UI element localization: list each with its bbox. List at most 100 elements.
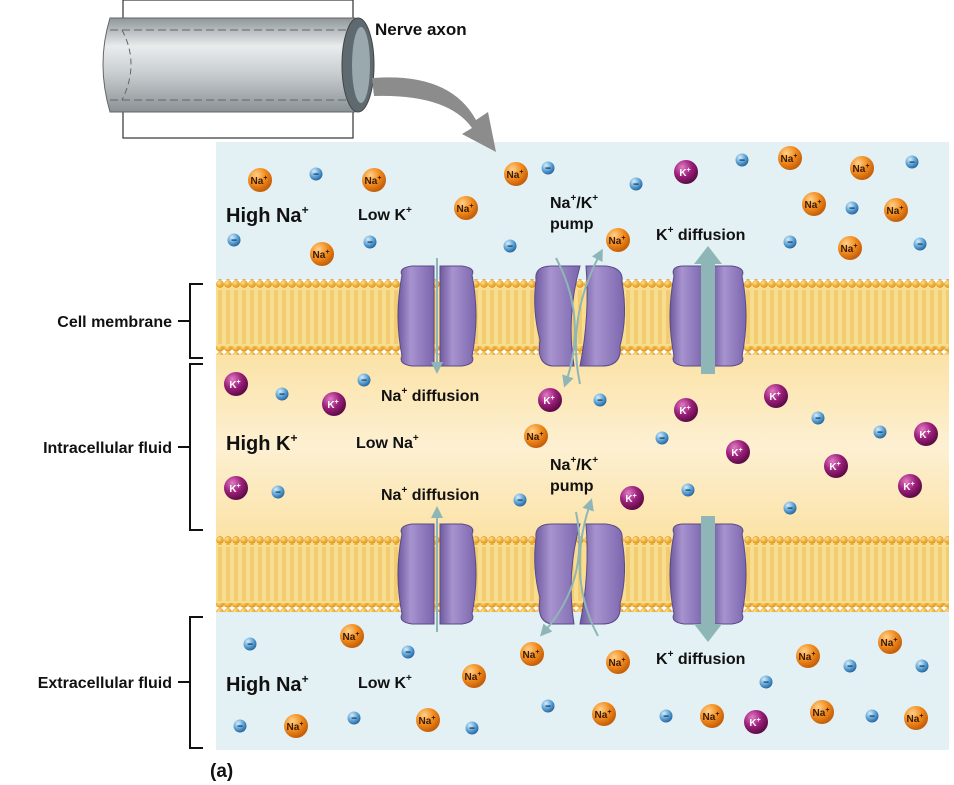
svg-text:Na+: Na+ <box>813 707 830 719</box>
sodium-ion: Na+ <box>878 630 902 654</box>
top-k-diffusion-label: K+ diffusion <box>656 225 745 244</box>
anion: − <box>811 411 825 425</box>
sodium-ion: Na+ <box>520 642 544 666</box>
sodium-ion: Na+ <box>700 704 724 728</box>
anion: − <box>347 711 361 725</box>
potassium-ion: K+ <box>674 398 698 422</box>
potassium-ion: K+ <box>538 388 562 412</box>
svg-text:−: − <box>279 390 285 401</box>
anion: − <box>865 709 879 723</box>
anion: − <box>275 387 289 401</box>
bracket-membrane <box>178 283 203 359</box>
sodium-ion: Na+ <box>416 708 440 732</box>
svg-text:−: − <box>247 640 253 651</box>
svg-text:Na+: Na+ <box>887 205 904 217</box>
svg-text:K+: K+ <box>829 461 840 473</box>
na-diffusion-upper-label: Na+ diffusion <box>381 386 479 405</box>
svg-text:−: − <box>659 434 665 445</box>
svg-text:−: − <box>869 712 875 723</box>
svg-text:−: − <box>849 204 855 215</box>
anion: − <box>271 485 285 499</box>
zoom-arrow <box>372 77 496 152</box>
potassium-ion: K+ <box>224 476 248 500</box>
intracellular-region <box>216 355 949 538</box>
nerve-axon-label: Nerve axon <box>375 20 467 39</box>
svg-text:−: − <box>517 496 523 507</box>
bracket-extracellular <box>178 616 203 749</box>
anion: − <box>843 659 857 673</box>
svg-text:Na+: Na+ <box>313 249 330 261</box>
top-pump-label-line2: pump <box>550 216 594 233</box>
svg-text:−: − <box>847 662 853 673</box>
svg-text:−: − <box>763 678 769 689</box>
sodium-ion: Na+ <box>284 714 308 738</box>
anion: − <box>357 373 371 387</box>
svg-text:−: − <box>313 170 319 181</box>
anion: − <box>401 645 415 659</box>
svg-text:Na+: Na+ <box>703 711 720 723</box>
svg-text:Na+: Na+ <box>343 631 360 643</box>
top-high-na-label: High Na+ <box>226 203 309 227</box>
na-channel-lower <box>397 506 477 632</box>
sodium-ion: Na+ <box>248 168 272 192</box>
bottom-low-k-label: Low K+ <box>358 673 412 692</box>
top-pump-label-line1: Na+/K+ <box>550 193 598 212</box>
svg-text:K+: K+ <box>769 391 780 403</box>
svg-text:Na+: Na+ <box>595 709 612 721</box>
svg-text:Na+: Na+ <box>853 163 870 175</box>
na-diffusion-lower-label: Na+ diffusion <box>381 485 479 504</box>
sodium-ion: Na+ <box>778 146 802 170</box>
svg-text:−: − <box>469 724 475 735</box>
anion: − <box>913 237 927 251</box>
potassium-ion: K+ <box>764 384 788 408</box>
svg-text:−: − <box>663 712 669 723</box>
svg-text:−: − <box>787 504 793 515</box>
potassium-ion: K+ <box>744 710 768 734</box>
svg-text:−: − <box>597 396 603 407</box>
anion: − <box>915 659 929 673</box>
svg-text:Na+: Na+ <box>527 431 544 443</box>
svg-text:−: − <box>545 702 551 713</box>
anion: − <box>541 161 555 175</box>
sodium-ion: Na+ <box>606 228 630 252</box>
svg-text:Na+: Na+ <box>609 235 626 247</box>
k-channel-upper <box>669 246 747 374</box>
sodium-ion: Na+ <box>524 424 548 448</box>
anion: − <box>465 721 479 735</box>
svg-text:−: − <box>545 164 551 175</box>
extracellular-region-top <box>216 142 949 280</box>
anion: − <box>905 155 919 169</box>
svg-text:Na+: Na+ <box>365 175 382 187</box>
na-channel-upper <box>397 258 477 374</box>
sodium-ion: Na+ <box>340 624 364 648</box>
sodium-ion: Na+ <box>810 700 834 724</box>
svg-text:K+: K+ <box>919 429 930 441</box>
svg-text:−: − <box>919 662 925 673</box>
svg-text:Na+: Na+ <box>799 651 816 663</box>
cell-membrane-label: Cell membrane <box>57 314 172 331</box>
anion: − <box>735 153 749 167</box>
mid-low-na-label: Low Na+ <box>356 433 419 452</box>
potassium-ion: K+ <box>674 160 698 184</box>
svg-text:Na+: Na+ <box>781 153 798 165</box>
svg-text:−: − <box>633 180 639 191</box>
svg-text:Na+: Na+ <box>507 169 524 181</box>
svg-text:−: − <box>405 648 411 659</box>
anion: − <box>659 709 673 723</box>
svg-text:K+: K+ <box>327 399 338 411</box>
svg-text:−: − <box>351 714 357 725</box>
anion: − <box>759 675 773 689</box>
potassium-ion: K+ <box>726 440 750 464</box>
svg-text:−: − <box>231 236 237 247</box>
svg-text:Na+: Na+ <box>523 649 540 661</box>
potassium-ion: K+ <box>224 372 248 396</box>
svg-text:K+: K+ <box>625 493 636 505</box>
anion: − <box>873 425 887 439</box>
svg-text:Na+: Na+ <box>881 637 898 649</box>
sodium-ion: Na+ <box>884 198 908 222</box>
potassium-ion: K+ <box>914 422 938 446</box>
k-channel-lower <box>669 516 747 642</box>
anion: − <box>227 233 241 247</box>
anion: − <box>681 483 695 497</box>
sodium-ion: Na+ <box>606 650 630 674</box>
